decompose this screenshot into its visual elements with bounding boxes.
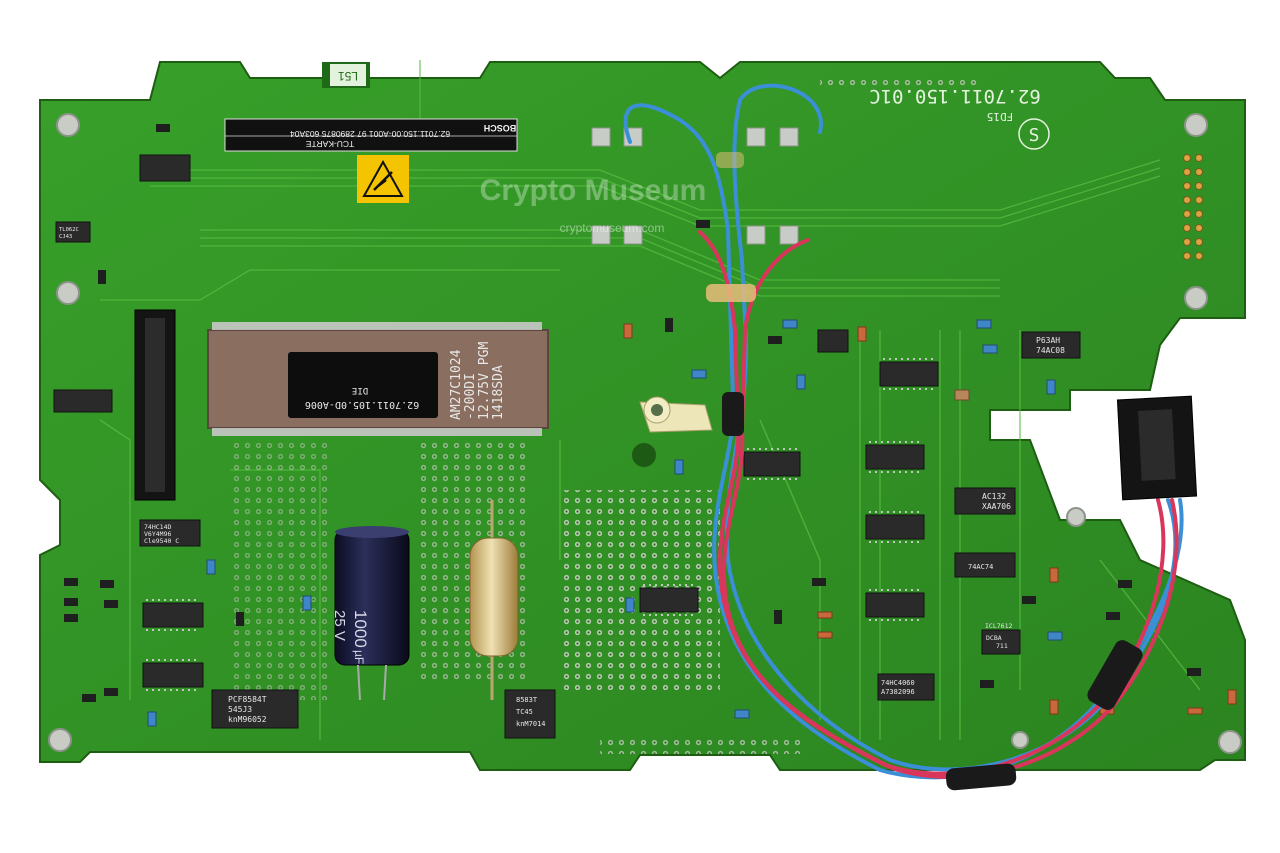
- eprom-sticker-1: 62.7011.105.0D-A006: [305, 399, 419, 410]
- silk-fd: FD15: [987, 110, 1014, 123]
- chip-icl7612: ICL7612 DCBA 711: [981, 622, 1021, 655]
- ribbon-connector: [134, 309, 176, 501]
- capacitor-unit: µF: [352, 650, 366, 664]
- eprom-sticker-2: DIE: [352, 385, 368, 395]
- chip-tc45-line1: 8583T: [516, 696, 538, 704]
- smd-components: [64, 124, 1237, 727]
- chip-ac132-line2: XAA706: [982, 502, 1011, 511]
- chip-74hc14-line1: 74HC14D: [144, 523, 171, 531]
- eprom-line-4: 1418SDA: [491, 365, 506, 420]
- eprom-line-1: AM27C1024: [449, 349, 464, 420]
- pin-header: [1183, 154, 1203, 260]
- esd-warning-icon: [357, 155, 409, 203]
- chip-74hc14-line2: V6Y4M96: [144, 530, 171, 538]
- silk-l51-box: L51: [322, 62, 370, 88]
- chip-pcf8584: PCF8584T 545J3 knM96052: [211, 689, 299, 729]
- chip-ac132-line1: AC132: [982, 492, 1006, 501]
- board-hole: [632, 443, 656, 467]
- chip-tl062: TL062C CJ43: [55, 221, 91, 243]
- chip-icl7612-line1: ICL7612: [985, 622, 1012, 630]
- chip-74ac74-line1: 74AC74: [968, 563, 993, 571]
- chip-icl7612-line2: DCBA: [986, 634, 1002, 642]
- eprom-chip: 62.7011.105.0D-A006 DIE AM27C1024 -200DI…: [207, 322, 549, 436]
- eprom-line-3: 12.75V PGM: [477, 342, 492, 420]
- chip-74hc14-line3: Cle9540 C: [144, 537, 179, 545]
- silk-s-marking: S: [1018, 118, 1050, 150]
- chip-pcf8584-line3: knM96052: [228, 715, 267, 724]
- silk-s-text: S: [1029, 125, 1040, 146]
- board-label-line2: TCU-KARTE: [305, 139, 354, 149]
- chip-74ac74: 74AC74: [954, 552, 1016, 578]
- chip-74hc14: 74HC14D V6Y4M96 Cle9540 C: [139, 519, 201, 547]
- chip-74ac08: P63AH 74AC08: [1021, 331, 1081, 359]
- chip-tc45: 8583T TC45 knM7014: [504, 689, 556, 739]
- board-label-line1: 62.7011.150.00-A001 97 2890875 603A04: [290, 129, 450, 139]
- chip-74ac08-line1: P63AH: [1036, 336, 1060, 345]
- chip-74hc4060-line2: A7382096: [881, 688, 915, 696]
- via-grid-4: [600, 740, 800, 754]
- watermark-title: Crypto Museum: [480, 174, 707, 207]
- chip-pcf8584-line2: 545J3: [228, 705, 252, 714]
- chip-74ac08-line2: 74AC08: [1036, 346, 1065, 355]
- chip-icl7612-line3: 711: [996, 642, 1008, 650]
- via-grid-5: [820, 76, 980, 88]
- chip-74hc4060: 74HC4060 A7382096: [877, 673, 935, 701]
- via-grid-3: [230, 440, 330, 700]
- heat-shrink: [722, 392, 1143, 791]
- watermark-url: cryptomuseum.com: [560, 221, 665, 235]
- chip-74hc4060-line1: 74HC4060: [881, 679, 915, 687]
- capacitor-value: 1000: [351, 610, 370, 648]
- chip-pcf8584-line1: PCF8584T: [228, 695, 267, 704]
- eprom-line-2: -200DI: [463, 373, 478, 420]
- chip-tl062-line1: TL062C: [59, 227, 79, 233]
- soic-chip-pins: [146, 358, 935, 691]
- chip-ac132: AC132 XAA706: [954, 487, 1016, 515]
- board-label-brand: BOSCH: [484, 123, 517, 133]
- chip-tc45-line2: TC45: [516, 708, 533, 716]
- silk-l51: L51: [338, 69, 358, 83]
- chip-tc45-line3: knM7014: [516, 720, 546, 728]
- mounting-holes: [48, 113, 1242, 754]
- nylon-spacer: [639, 396, 713, 433]
- chip-tl062-line2: CJ43: [59, 234, 72, 240]
- capacitor-voltage: 25 V: [331, 610, 348, 641]
- silk-part-number: 62.7011.150.01C: [869, 85, 1041, 107]
- tantalum-capacitor: [469, 500, 519, 700]
- tie-wrap: [706, 152, 756, 302]
- electrolytic-capacitor: 1000 µF 25 V: [331, 526, 410, 701]
- board-label: 62.7011.150.00-A001 97 2890875 603A04 TC…: [224, 118, 518, 152]
- soic-chips: [53, 154, 939, 688]
- wire-connector-plug: [1116, 395, 1198, 501]
